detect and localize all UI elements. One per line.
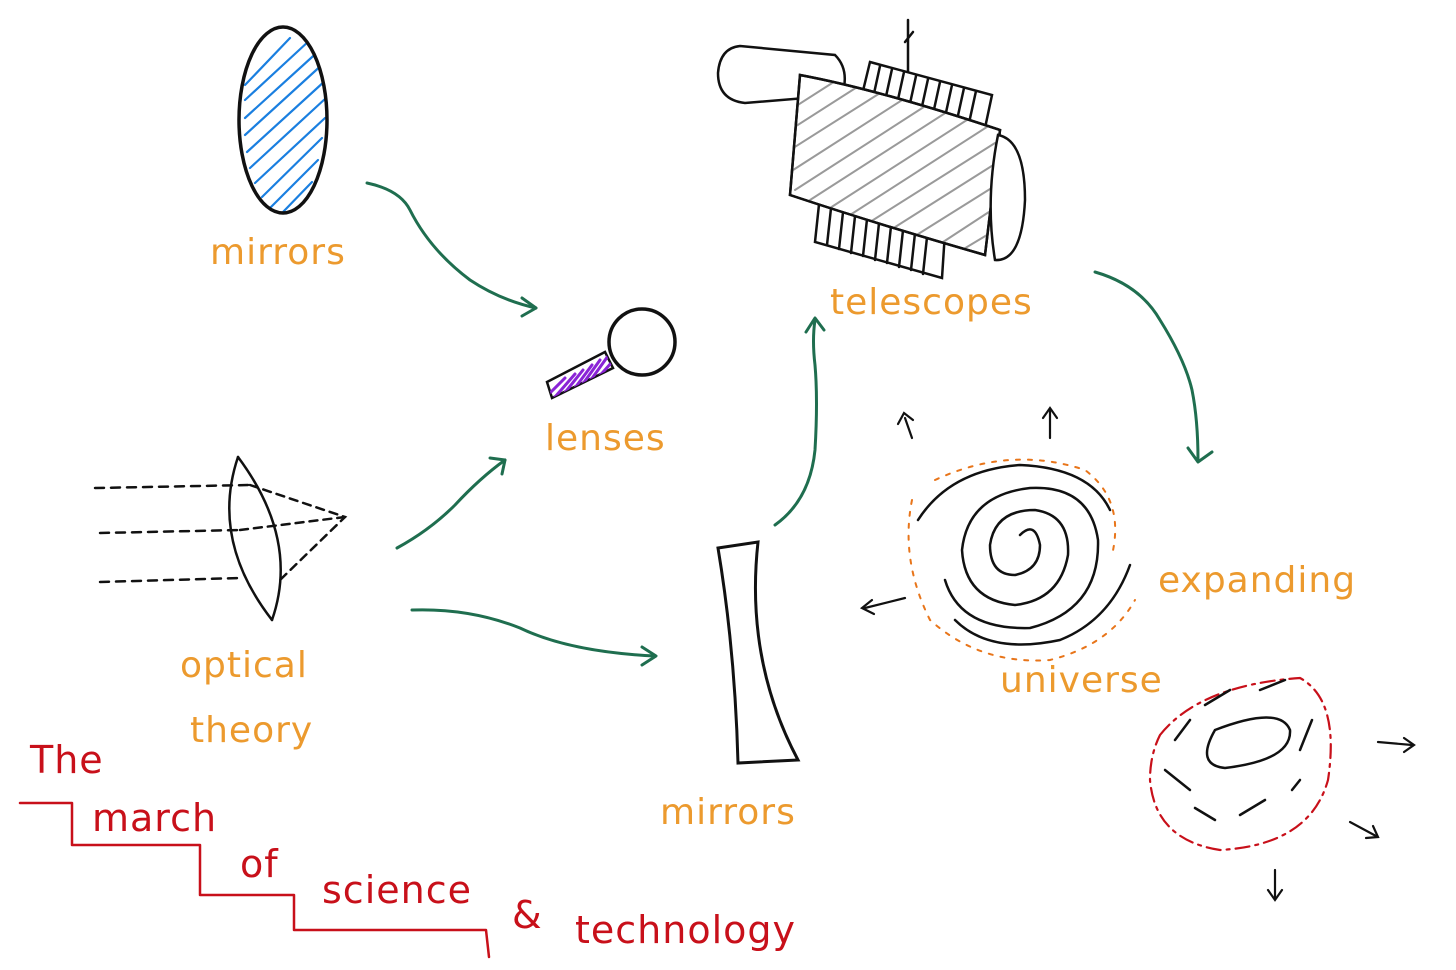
title-word-of: of bbox=[240, 842, 279, 886]
telescope-icon bbox=[716, 18, 1027, 280]
title-word-march: march bbox=[92, 796, 218, 840]
spiral-galaxy-icon bbox=[859, 406, 1136, 662]
title-word-technology: technology bbox=[575, 908, 797, 952]
magnifying-glass-icon bbox=[545, 307, 677, 400]
label-universe: universe bbox=[1000, 660, 1163, 701]
arrow-optical-to-lenses bbox=[395, 456, 507, 550]
label-expanding: expanding bbox=[1158, 560, 1357, 601]
convex-lens-icon bbox=[93, 455, 348, 622]
label-theory: theory bbox=[190, 710, 314, 751]
mirror-oval-icon bbox=[237, 25, 329, 215]
arrow-telescopes-to-universe bbox=[1093, 270, 1214, 464]
process-arrows bbox=[365, 181, 1214, 667]
arrow-optical-to-mirrors bbox=[410, 608, 658, 667]
title-ampersand: & bbox=[512, 893, 543, 937]
arrow-mirrors-to-telescopes bbox=[773, 316, 826, 527]
curved-mirror-icon bbox=[716, 540, 801, 765]
label-lenses: lenses bbox=[545, 418, 666, 459]
arrow-mirrors-to-lenses bbox=[365, 181, 538, 318]
label-optical: optical bbox=[180, 645, 308, 686]
title-word-science: science bbox=[322, 868, 472, 912]
label-mirrors-bottom: mirrors bbox=[660, 792, 796, 833]
title-staircase bbox=[18, 801, 491, 959]
label-mirrors-top: mirrors bbox=[210, 232, 346, 273]
label-telescopes: telescopes bbox=[830, 282, 1033, 323]
expanding-universe-icon bbox=[1148, 676, 1416, 902]
title-word-the: The bbox=[30, 738, 104, 782]
